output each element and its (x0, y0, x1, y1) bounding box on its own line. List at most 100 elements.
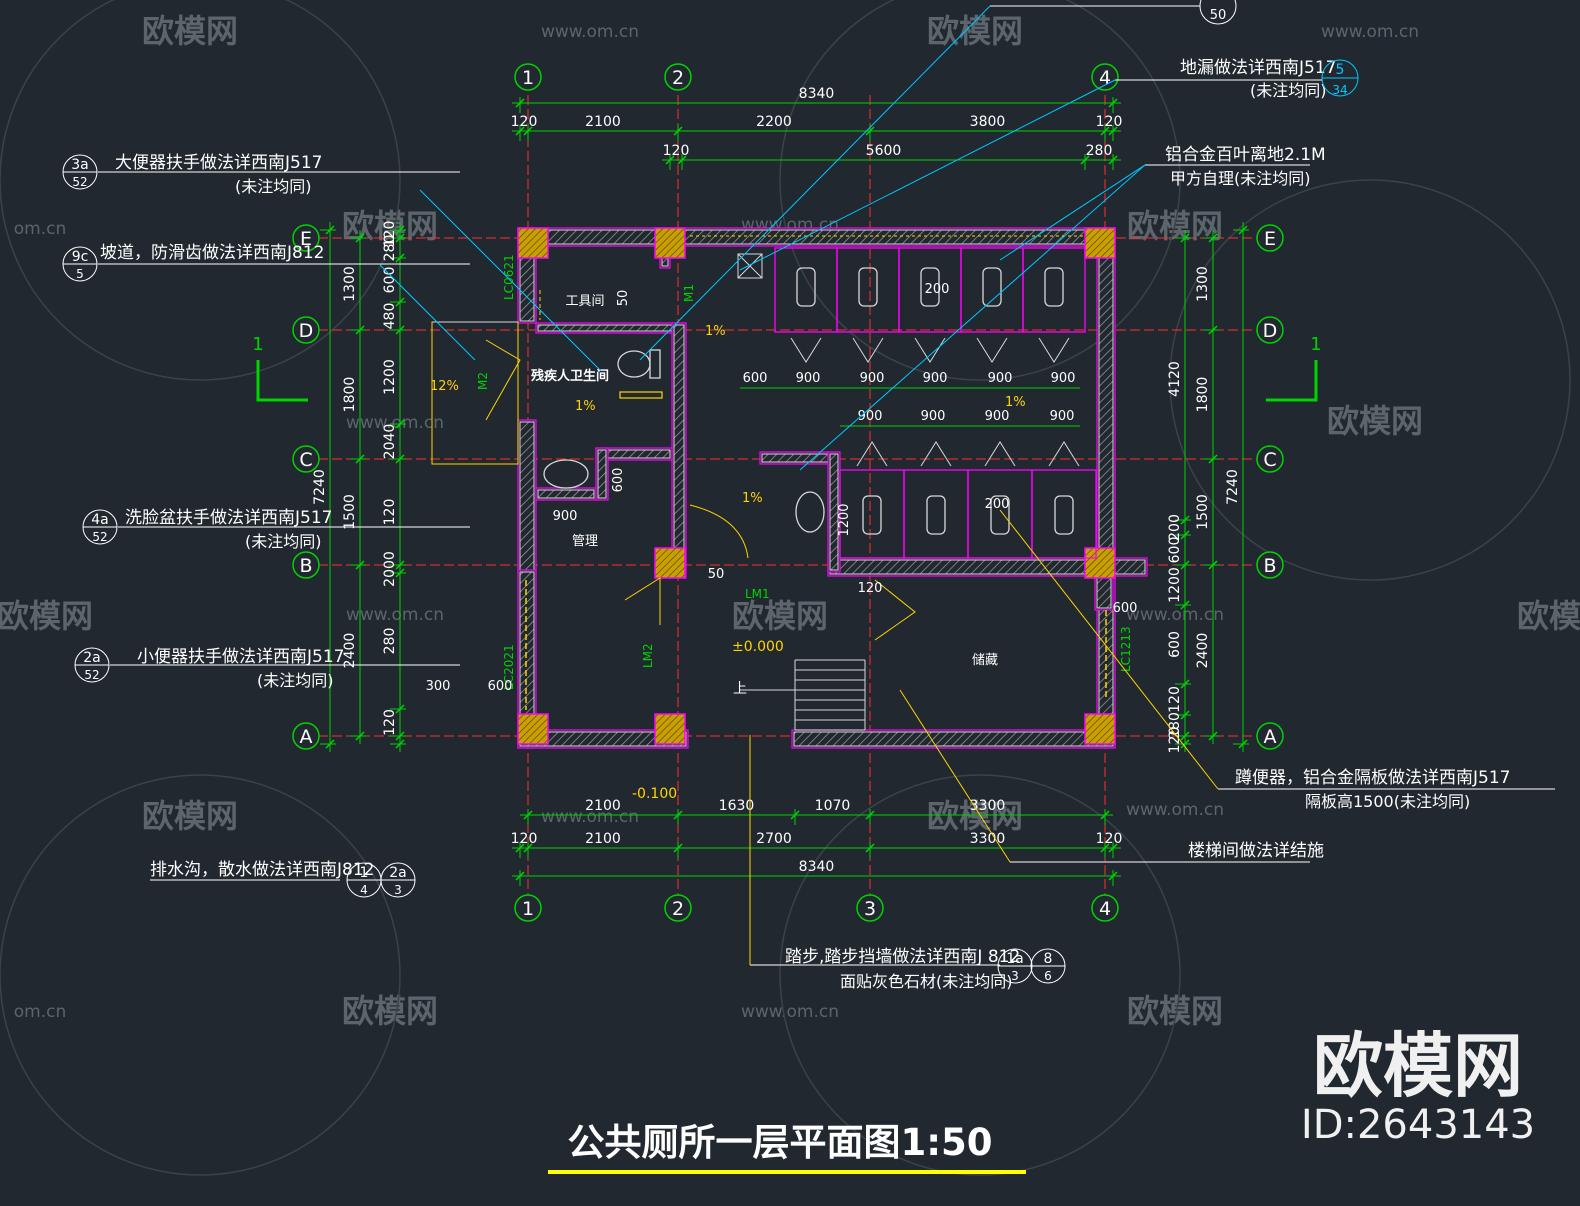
detail-ref-top: 3a (71, 157, 89, 173)
note-text: 小便器扶手做法详西南J517 (137, 647, 344, 667)
interior-dim: 200 (925, 282, 950, 297)
detail-ref-top: 1 (360, 865, 369, 881)
grid-bubble-label: D (1263, 320, 1278, 342)
watermark-url: www.om.cn (346, 605, 444, 625)
grid-bubble-circle (664, 63, 692, 91)
dim-left-mid-text: 1500 (342, 494, 358, 530)
interior-dim: 600 (488, 679, 513, 694)
squat-toilet (926, 495, 946, 535)
watermark-url: www.om.cn (1126, 800, 1224, 820)
floor-drain-x (737, 253, 763, 279)
squat-toilet (862, 495, 882, 535)
dim-left-inner-text: 1200 (382, 359, 398, 395)
detail-ref-bottom: 5 (76, 267, 84, 281)
stall-top (1022, 247, 1086, 333)
grid-bubble-label: 4 (1099, 67, 1111, 89)
door-swing (624, 577, 661, 625)
dim-right-inner-text: 600 (1167, 631, 1183, 658)
stall-door-swing (856, 441, 888, 467)
wall-top-hatch (519, 229, 1114, 245)
wall-stall-bottom-hatch (829, 559, 1114, 575)
slope-label: 1% (575, 399, 596, 414)
squat-toilet (990, 495, 1010, 535)
dim-top-row1-text: 2100 (585, 114, 621, 130)
grid-bubble-circle (292, 316, 320, 344)
stall-door-swing (852, 337, 884, 363)
note-text: 排水沟，散水做法详西南J812 (150, 860, 374, 880)
squat-toilet (1054, 495, 1074, 535)
detail-ref-top: 2a (389, 865, 407, 881)
leader (419, 189, 601, 371)
elevation-label: -0.100 (632, 786, 677, 802)
grid-bubble-label: D (299, 320, 314, 342)
dim-bottom-row0-text: 2100 (585, 798, 621, 814)
dim-bottom-row1-text: 2100 (585, 831, 621, 847)
note-text: 楼梯间做法详结施 (1188, 841, 1324, 861)
grid-bubble-circle (292, 551, 320, 579)
grid-bubble-label: 4 (1099, 898, 1111, 920)
door-tag: M1 (682, 284, 696, 302)
brand-logo-text: 欧模网 (1313, 1025, 1523, 1107)
dim-left-mid-text: 1800 (342, 377, 358, 413)
interior-dim: 120 (858, 581, 883, 596)
note-text: 踏步,踏步挡墙做法详西南J 812 (785, 947, 1020, 967)
dim-bottom-row0-text: 1630 (719, 798, 755, 814)
annotation-layer: 3a52大便器扶手做法详西南J517(未注均同)9c5坡道，防滑齿做法详西南J8… (62, 0, 1555, 991)
grid-bubble-label: B (299, 555, 312, 577)
watermark-arc (779, 774, 1181, 1176)
grid-bubble-circle (1256, 551, 1284, 579)
fixture-layer: 工具间残疾人卫生间管理储藏上12%1%1%1%1%±0.000-0.100M1M… (252, 235, 1322, 802)
interior-dim: 900 (988, 371, 1013, 386)
grid-bubble-label: A (300, 726, 313, 748)
dim-left-inner-text: 120 (382, 499, 398, 526)
grid-bubble-label: 2 (672, 67, 684, 89)
column (654, 713, 686, 745)
dim-bottom-row1-text: 2700 (756, 831, 792, 847)
grid-bubble-circle (1091, 894, 1119, 922)
watermark-brand: 欧模网 (927, 12, 1023, 50)
stall-bottom (967, 469, 1033, 559)
dim-bottom-row0-text: 3300 (970, 798, 1006, 814)
dim-right-mid-text: 1300 (1195, 266, 1211, 302)
detail-ref-bottom: 52 (84, 668, 99, 682)
grid-bubble-label: C (1263, 449, 1276, 471)
interior-dim: 50 (616, 290, 631, 307)
section-mark-label: 1 (1310, 334, 1321, 355)
grid-bubble-circle (1091, 63, 1119, 91)
detail-ref-top: 4a (91, 512, 109, 528)
interior-dim: 900 (923, 371, 948, 386)
dim-right-inner-text: 1200 (1167, 567, 1183, 603)
brand-id: ID:2643143 (1301, 1102, 1535, 1148)
leader (379, 264, 476, 361)
squat-toilet (1044, 267, 1064, 307)
interior-dim: 900 (860, 371, 885, 386)
column (517, 227, 549, 259)
leader (999, 164, 1146, 261)
dim-left-inner-text: 2000 (382, 551, 398, 587)
interior-dim: 600 (743, 371, 768, 386)
detail-ref-bottom: 4 (360, 883, 368, 897)
section-mark (256, 360, 308, 402)
watermark-brand: 欧模网 (927, 797, 1023, 835)
column (517, 713, 549, 745)
grid-bubble-label: E (300, 228, 312, 250)
stall-door-swing (914, 337, 946, 363)
dim-top-row2-text: 5600 (866, 143, 902, 159)
leader (739, 79, 1116, 271)
squat-toilet (920, 267, 940, 307)
detail-ref-bottom: 3 (394, 883, 402, 897)
note-sub: (未注均同) (235, 177, 312, 196)
interior-dim: 900 (858, 409, 883, 424)
wall-left-mid-hatch (519, 421, 535, 574)
door-swing (485, 339, 521, 421)
note-text: 铝合金百叶离地2.1M (1165, 145, 1326, 165)
watermark-arc (1169, 179, 1571, 581)
stall-door-swing (1038, 337, 1070, 363)
stall-top (836, 247, 900, 333)
interior-dim: 900 (553, 509, 578, 524)
watermark-arc (0, 774, 401, 1176)
note-text: 洗脸盆扶手做法详西南J517 (125, 508, 332, 528)
grid-bubble-circle (514, 63, 542, 91)
